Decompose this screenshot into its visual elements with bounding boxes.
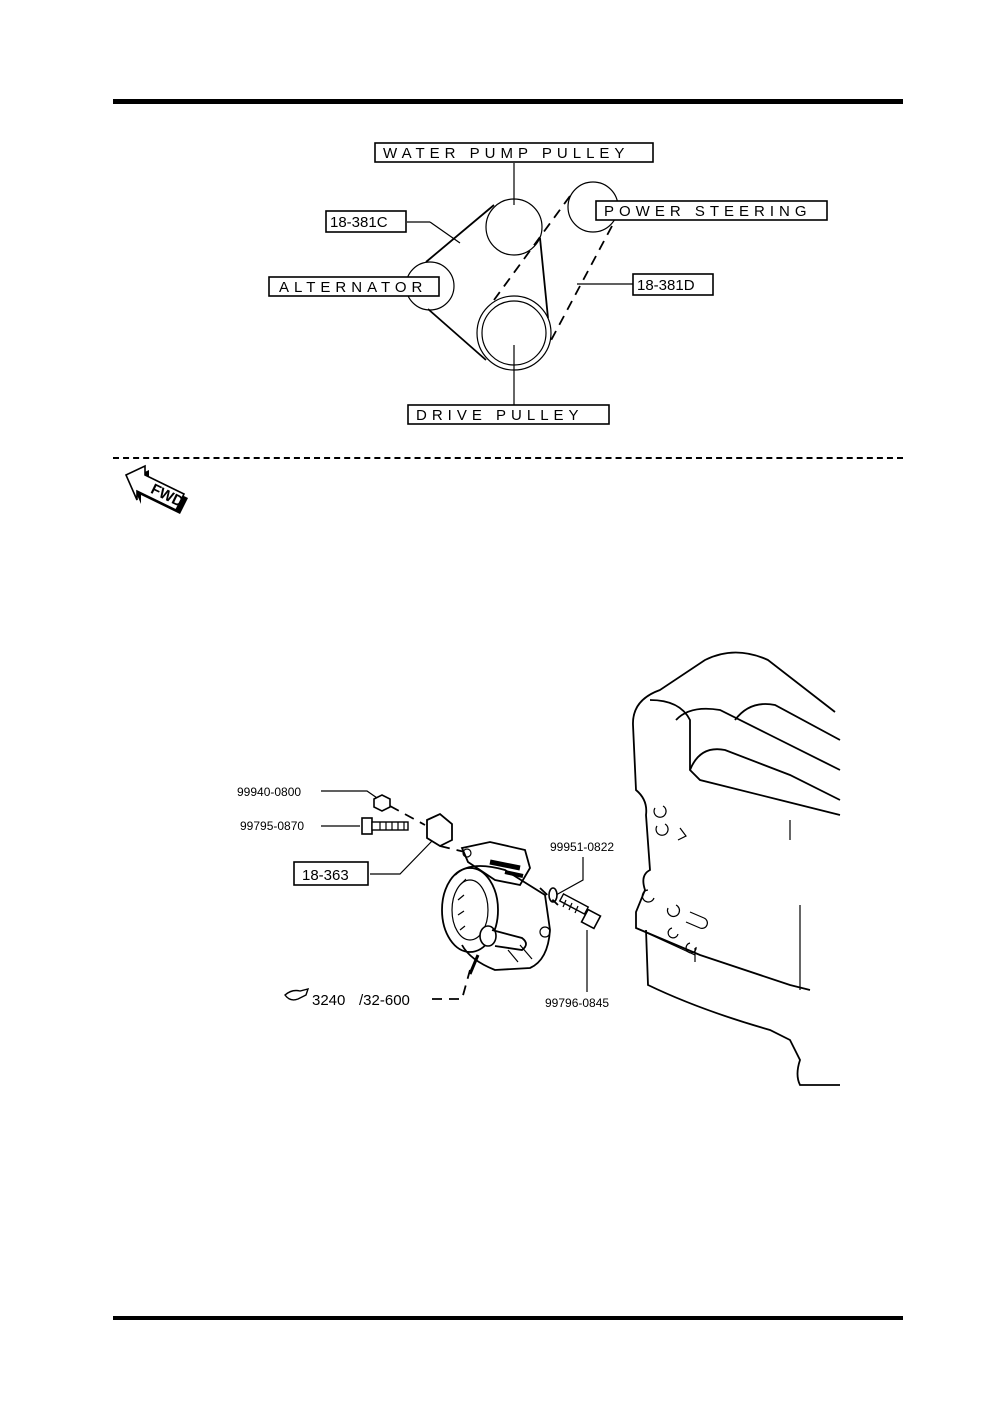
- belt-d-left: [493, 195, 571, 301]
- power-steering-label: POWER STEERING: [604, 203, 812, 220]
- part-washer-label: 99951-0822: [550, 840, 614, 854]
- power-steering-label-box: [595, 200, 828, 221]
- washer-icon: [548, 887, 558, 903]
- water-pump-pulley: [485, 198, 543, 256]
- section-divider: [113, 457, 903, 459]
- water-pump-label: WATER PUMP PULLEY: [383, 145, 629, 162]
- top-rule: [113, 99, 903, 104]
- bolt-lower-icon: [558, 892, 602, 930]
- bolt-upper-icon: [361, 817, 409, 835]
- power-steering-pump-icon: [441, 865, 551, 975]
- alternator-label: ALTERNATOR: [279, 279, 427, 296]
- bottom-rule: [113, 1316, 903, 1320]
- engine-block-illustration: [632, 651, 841, 1086]
- part-nut-label: 99940-0800: [237, 785, 301, 799]
- belt-d-ref-box: [632, 273, 714, 296]
- belt-c-upper: [425, 204, 495, 263]
- drive-pulley-label: DRIVE PULLEY: [416, 407, 584, 424]
- belt-routing-diagram: WATER PUMP PULLEY POWER STEERING 18-381C…: [268, 142, 828, 425]
- belt-d-ref: 18-381D: [637, 277, 695, 294]
- water-pump-label-box: [374, 142, 654, 163]
- fwd-arrow-icon: FWD: [124, 464, 188, 514]
- part-ref-label: 18-363: [302, 867, 349, 884]
- drive-pulley-label-box: [407, 404, 610, 425]
- belt-c-leader-d: [429, 221, 461, 244]
- exploded-view: 99940-0800 99795-0870 99951-0822 99796-0…: [237, 785, 614, 1010]
- part-bolt-lower-label: 99796-0845: [545, 996, 609, 1010]
- belt-d-right: [547, 225, 613, 347]
- reference-sub: /32-600: [359, 992, 410, 1009]
- reference-hand-icon: [284, 988, 310, 1001]
- reference-main: 3240: [312, 992, 345, 1009]
- belt-c-lower: [427, 308, 487, 361]
- belt-c-ref-box: [325, 210, 407, 233]
- belt-c-right: [539, 237, 549, 319]
- part-ref-box: [293, 861, 369, 886]
- alternator-label-box: [268, 276, 440, 297]
- bracket-block-icon: [426, 812, 453, 848]
- nut-icon: [373, 794, 391, 812]
- part-bolt-upper-label: 99795-0870: [240, 819, 304, 833]
- belt-c-ref: 18-381C: [330, 214, 388, 231]
